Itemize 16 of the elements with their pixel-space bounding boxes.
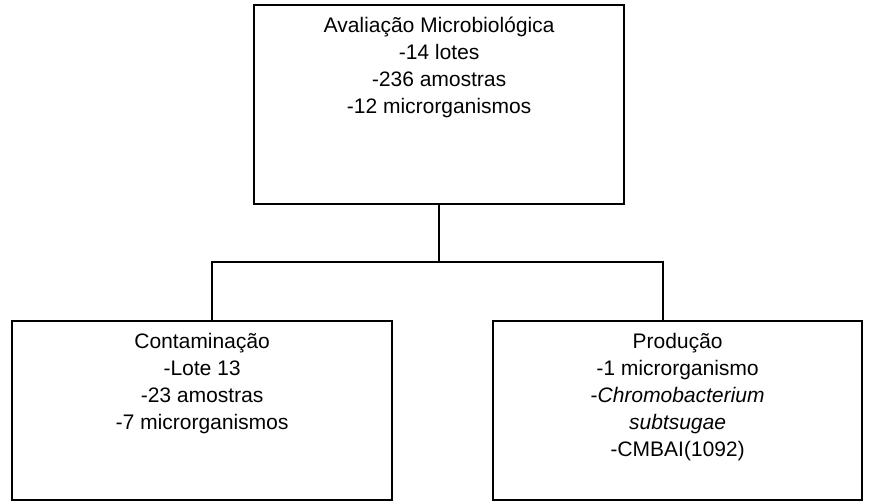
box-heading: Avaliação Microbiológica [324,13,554,39]
list-item: -Lote 13 [163,356,241,382]
list-item: -Chromobacterium subtsugae [590,383,766,436]
process-box [253,4,625,205]
box-heading: Contaminação [134,329,270,355]
list-item: -1 microrganismo [596,356,759,382]
list-item: -236 amostras [372,67,506,93]
process-box [492,320,863,501]
list-item: -23 amostras [140,383,264,409]
list-item: -12 microrganismos [346,94,532,120]
list-item: -CMBAI(1092) [610,437,745,463]
box-heading: Produção [632,329,722,355]
connector-line [438,205,664,320]
process-box [11,320,393,501]
list-item: -14 lotes [398,40,480,66]
list-item: -7 microrganismos [116,410,288,436]
